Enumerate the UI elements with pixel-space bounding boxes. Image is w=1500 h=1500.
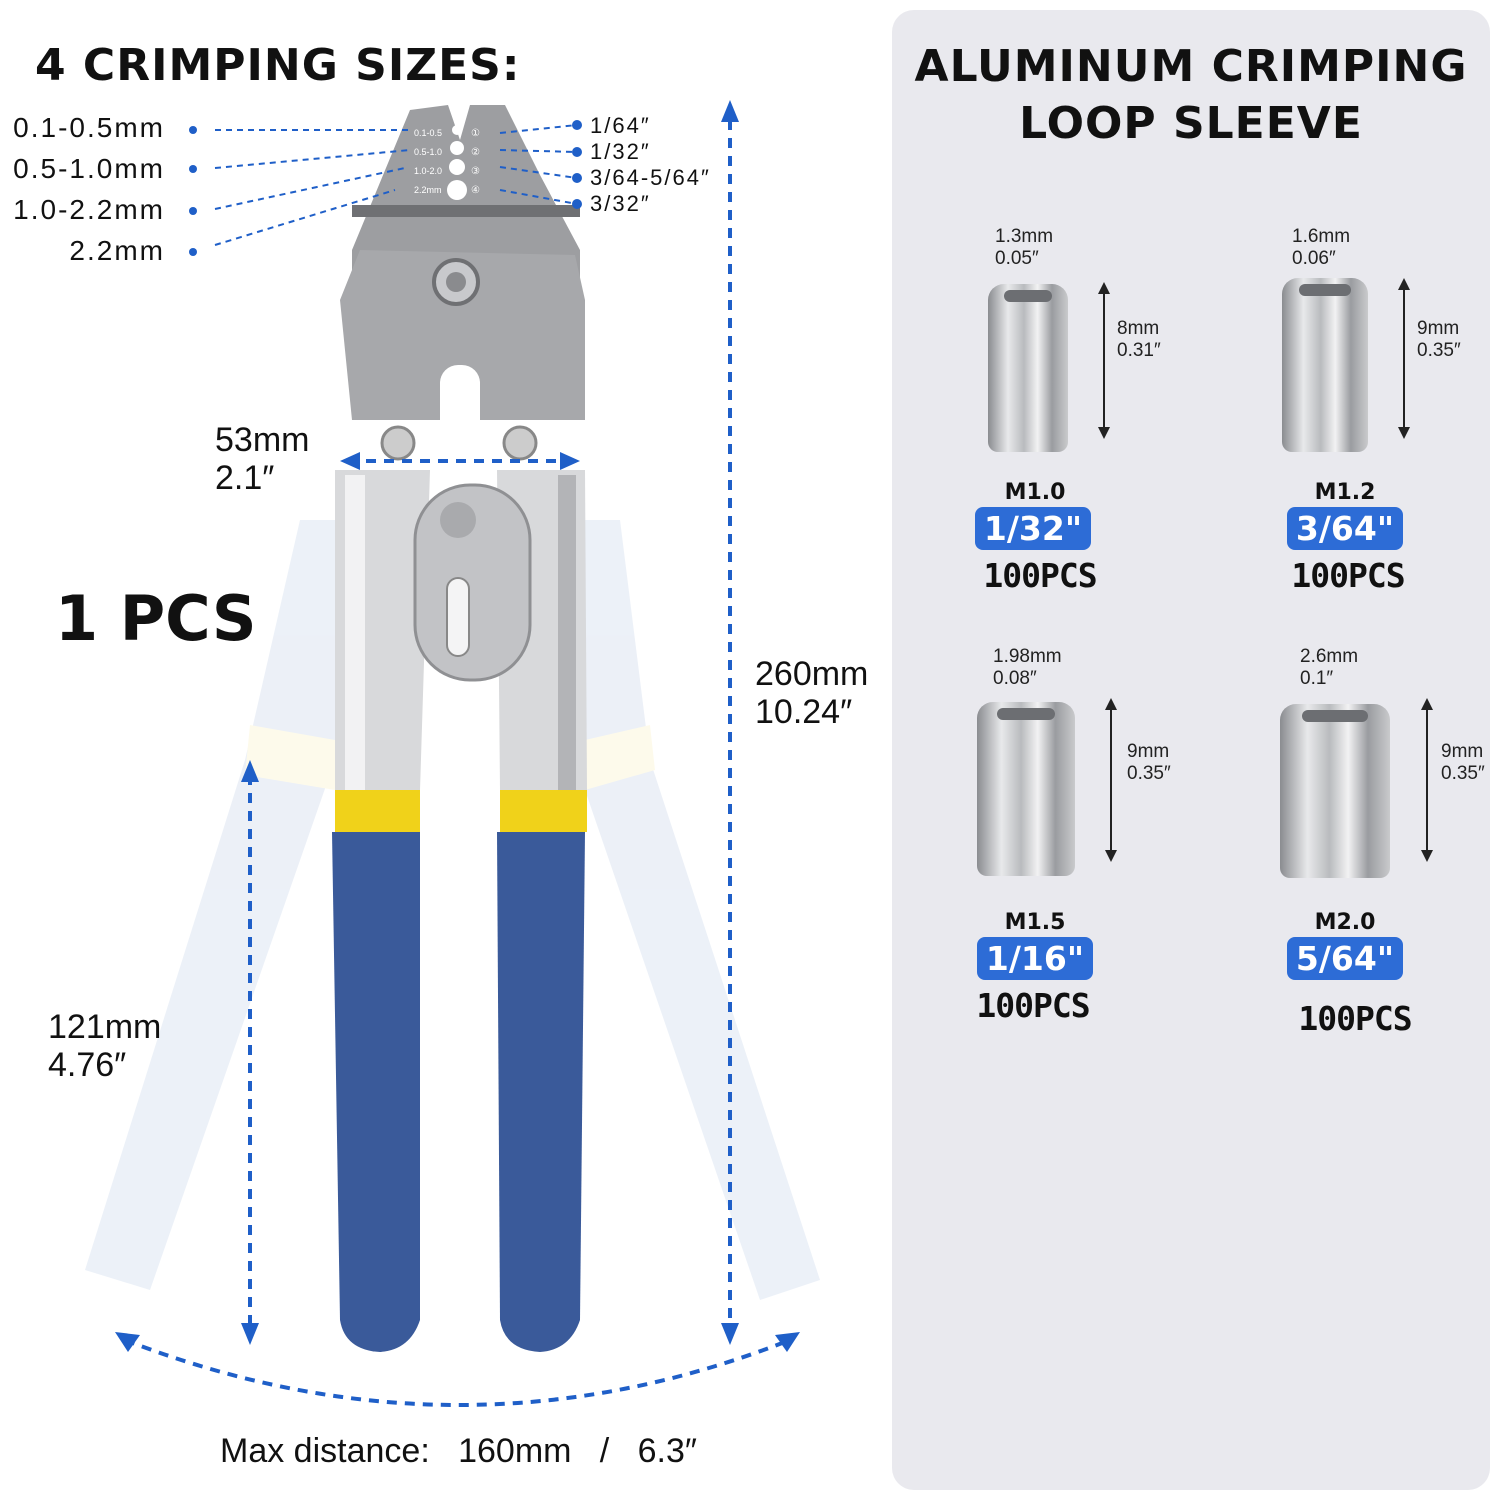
sleeve-count: 100PCS	[976, 986, 1090, 1025]
jaw-number: ②	[471, 147, 480, 158]
sleeve-model: M1.5	[1004, 910, 1066, 935]
sleeve-image	[1282, 278, 1368, 452]
metric-size: 1.0-2.2mm	[13, 194, 165, 225]
crimping-tool-illustration	[85, 100, 820, 1407]
metric-size: 0.5-1.0mm	[13, 153, 165, 184]
sleeve-count: 100PCS	[983, 556, 1097, 595]
jaw-numbers: ① ② ③ ④	[471, 124, 480, 200]
total-length-dimension: 260mm 10.24″	[755, 655, 868, 731]
metric-size: 2.2mm	[69, 235, 165, 266]
sleeve-count: 100PCS	[1298, 999, 1412, 1038]
jaw-number: ③	[471, 166, 480, 177]
handle-in: 4.76″	[48, 1046, 127, 1084]
width-in: 2.1″	[215, 459, 275, 497]
sleeve-image	[1280, 704, 1390, 878]
width-mm: 53mm	[215, 421, 310, 459]
imperial-size: 3/32″	[590, 191, 651, 216]
sleeve-image	[988, 284, 1068, 452]
sleeve-size-badge: 1/32"	[975, 507, 1091, 550]
handle-length-dimension: 121mm 4.76″	[48, 1008, 161, 1084]
sleeve-model: M2.0	[1314, 910, 1376, 935]
open-handle-ghost-right	[585, 520, 820, 1300]
length-arrow-icon	[1105, 698, 1117, 862]
imperial-size: 1/32″	[590, 139, 651, 164]
imperial-size: 3/64-5/64″	[590, 165, 711, 190]
sleeve-model: M1.2	[1314, 480, 1376, 505]
jaw-marking: 2.2mm	[414, 185, 442, 195]
length-in: 10.24″	[755, 693, 853, 731]
jaw-markings: 0.1-0.5 0.5-1.0 1.0-2.0 2.2mm	[414, 124, 442, 200]
jaw-width-dimension: 53mm 2.1″	[215, 421, 309, 497]
open-handle-ghost-left	[85, 520, 335, 1290]
sleeve-title-line2: LOOP SLEEVE	[1019, 98, 1363, 149]
length-arrow-icon	[1398, 278, 1410, 439]
sleeve-size-badge: 5/64"	[1287, 937, 1403, 980]
jaw-number: ①	[471, 128, 480, 139]
sleeve-count: 100PCS	[1291, 556, 1405, 595]
sleeve-image	[977, 702, 1075, 876]
length-mm: 260mm	[755, 655, 869, 693]
sleeve-model: M1.0	[1004, 480, 1066, 505]
max-distance-label: Max distance: 160mm / 6.3″	[220, 1432, 697, 1470]
jaw-marking: 0.1-0.5	[414, 128, 443, 138]
sleeve-size-badge: 3/64"	[1287, 507, 1403, 550]
handle-mm: 121mm	[48, 1008, 162, 1046]
metric-size: 0.1-0.5mm	[13, 112, 165, 143]
jaw-number: ④	[471, 185, 480, 196]
jaw-marking: 1.0-2.0	[414, 166, 443, 176]
crimping-sizes-title: 4 CRIMPING SIZES:	[35, 40, 521, 91]
quantity-label: 1 PCS	[55, 582, 257, 655]
sleeve-size-badge: 1/16"	[977, 937, 1093, 980]
length-arrow-icon	[1098, 282, 1110, 439]
jaw-marking: 0.5-1.0	[414, 147, 443, 157]
imperial-size: 1/64″	[590, 113, 651, 138]
length-arrow-icon	[1421, 698, 1433, 862]
sleeve-title-line1: ALUMINUM CRIMPING	[914, 41, 1468, 92]
